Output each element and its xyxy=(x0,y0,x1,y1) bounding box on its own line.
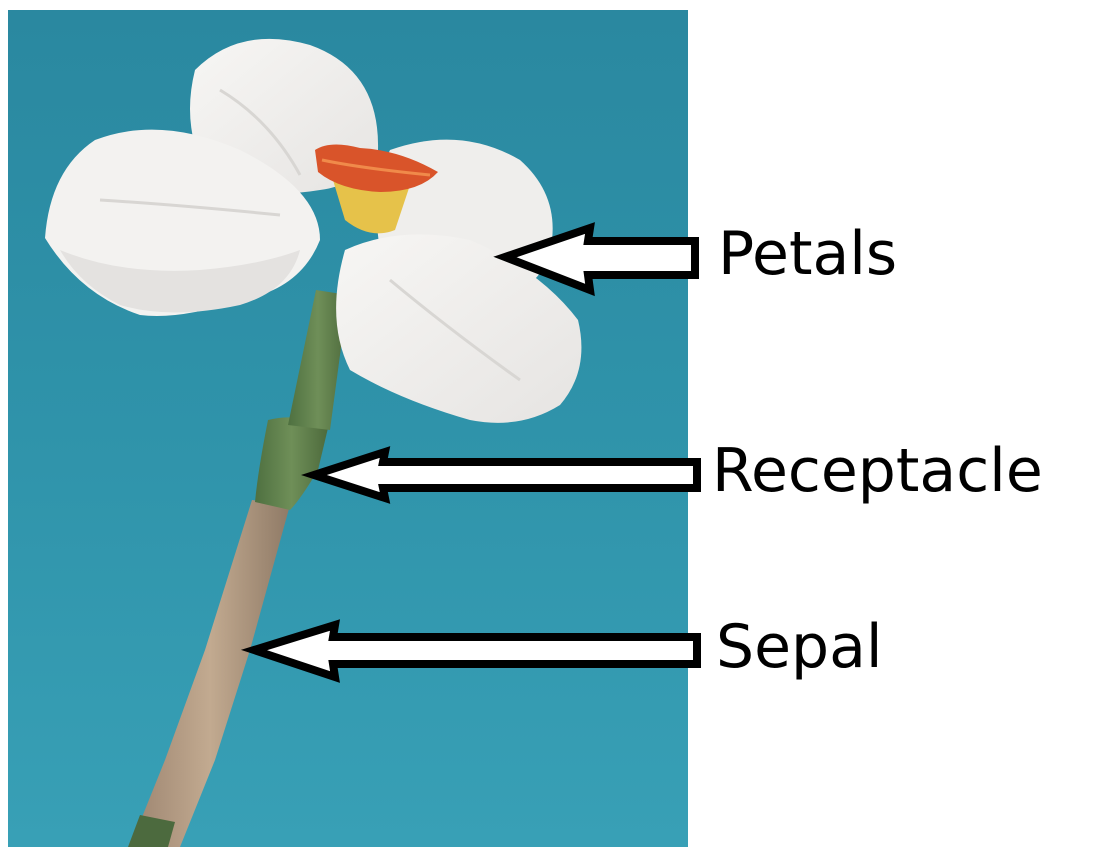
label-receptacle: Receptacle xyxy=(712,441,1043,501)
arrow-receptacle xyxy=(314,452,697,498)
label-sepal: Sepal xyxy=(716,617,883,677)
label-petals: Petals xyxy=(718,224,897,284)
